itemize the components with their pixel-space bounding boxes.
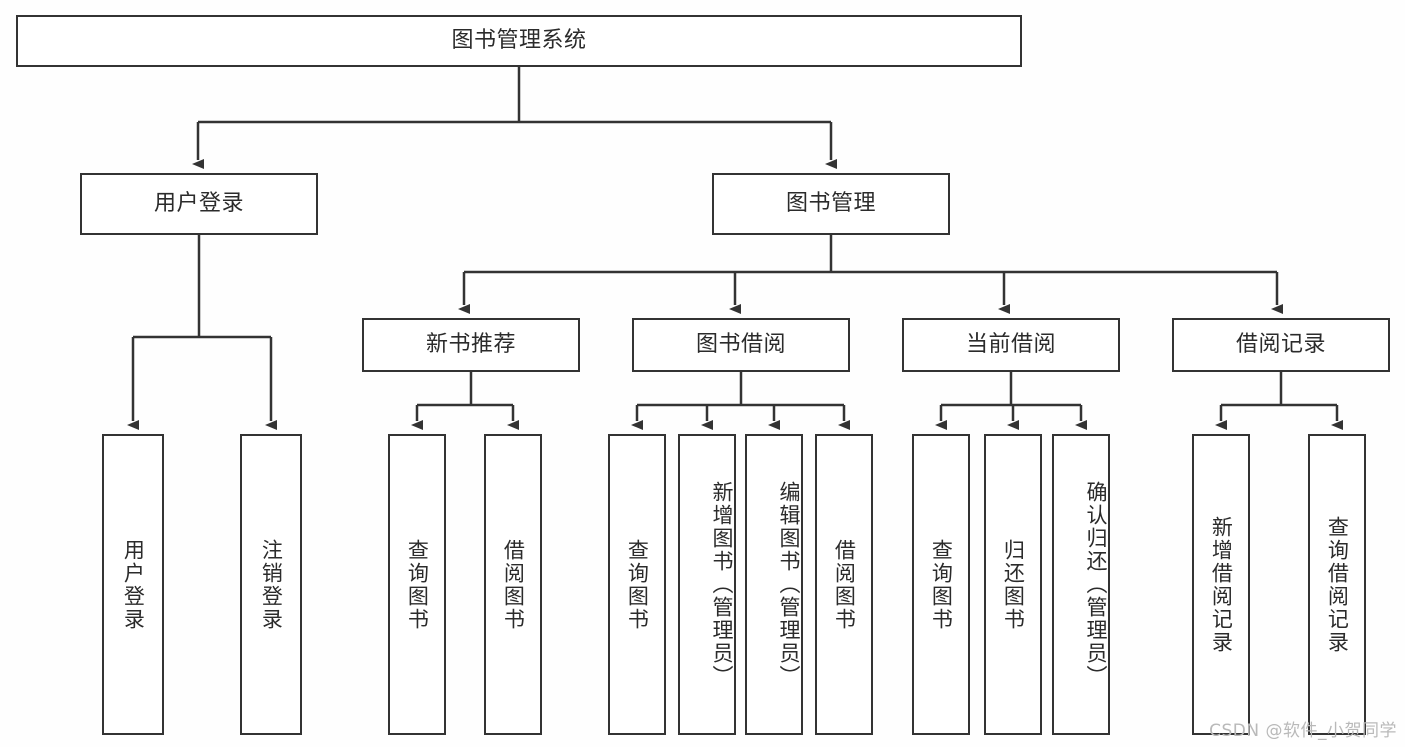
node-leaf-user-logout[interactable]: 注销登录 <box>240 434 302 735</box>
node-current-borrow[interactable]: 当前借阅 <box>902 318 1120 372</box>
node-label: 确认归还（管理员） <box>1084 481 1108 688</box>
node-label: 当前借阅 <box>965 331 1056 357</box>
node-borrow-record[interactable]: 借阅记录 <box>1172 318 1390 372</box>
node-leaf-query-book-3[interactable]: 查询图书 <box>912 434 970 735</box>
node-new-book-recommend[interactable]: 新书推荐 <box>362 318 580 372</box>
node-label: 归还图书 <box>1001 538 1026 631</box>
node-label: 借阅记录 <box>1235 331 1326 357</box>
node-user-login[interactable]: 用户登录 <box>80 173 318 235</box>
node-root[interactable]: 图书管理系统 <box>16 15 1022 67</box>
node-leaf-confirm-return[interactable]: 确认归还（管理员） <box>1052 434 1110 735</box>
node-book-manage[interactable]: 图书管理 <box>712 173 950 235</box>
node-leaf-query-record[interactable]: 查询借阅记录 <box>1308 434 1366 735</box>
node-label: 图书借阅 <box>695 331 786 357</box>
node-leaf-borrow-book-2[interactable]: 借阅图书 <box>815 434 873 735</box>
node-label: 图书管理 <box>785 190 876 216</box>
node-leaf-user-login[interactable]: 用户登录 <box>102 434 164 735</box>
node-leaf-add-record[interactable]: 新增借阅记录 <box>1192 434 1250 735</box>
node-leaf-query-book-1[interactable]: 查询图书 <box>388 434 446 735</box>
node-label: 用户登录 <box>121 538 146 631</box>
node-label: 新增图书（管理员） <box>710 481 734 688</box>
node-leaf-edit-book[interactable]: 编辑图书（管理员） <box>745 434 803 735</box>
node-label: 用户登录 <box>153 190 244 216</box>
node-label: 新书推荐 <box>425 331 516 357</box>
node-leaf-borrow-book-1[interactable]: 借阅图书 <box>484 434 542 735</box>
node-label: 编辑图书（管理员） <box>777 481 801 688</box>
node-label: 图书管理系统 <box>451 27 587 53</box>
node-label: 借阅图书 <box>501 538 526 631</box>
node-label: 借阅图书 <box>832 538 857 631</box>
node-leaf-return-book[interactable]: 归还图书 <box>984 434 1042 735</box>
watermark-text: CSDN @软件_小贺同学 <box>1209 721 1397 741</box>
node-label: 新增借阅记录 <box>1209 515 1234 654</box>
node-label: 查询图书 <box>405 538 430 631</box>
node-label: 查询图书 <box>929 538 954 631</box>
node-label: 注销登录 <box>259 538 284 631</box>
node-label: 查询借阅记录 <box>1325 515 1350 654</box>
node-book-borrow[interactable]: 图书借阅 <box>632 318 850 372</box>
node-label: 查询图书 <box>625 538 650 631</box>
node-leaf-add-book[interactable]: 新增图书（管理员） <box>678 434 736 735</box>
node-leaf-query-book-2[interactable]: 查询图书 <box>608 434 666 735</box>
